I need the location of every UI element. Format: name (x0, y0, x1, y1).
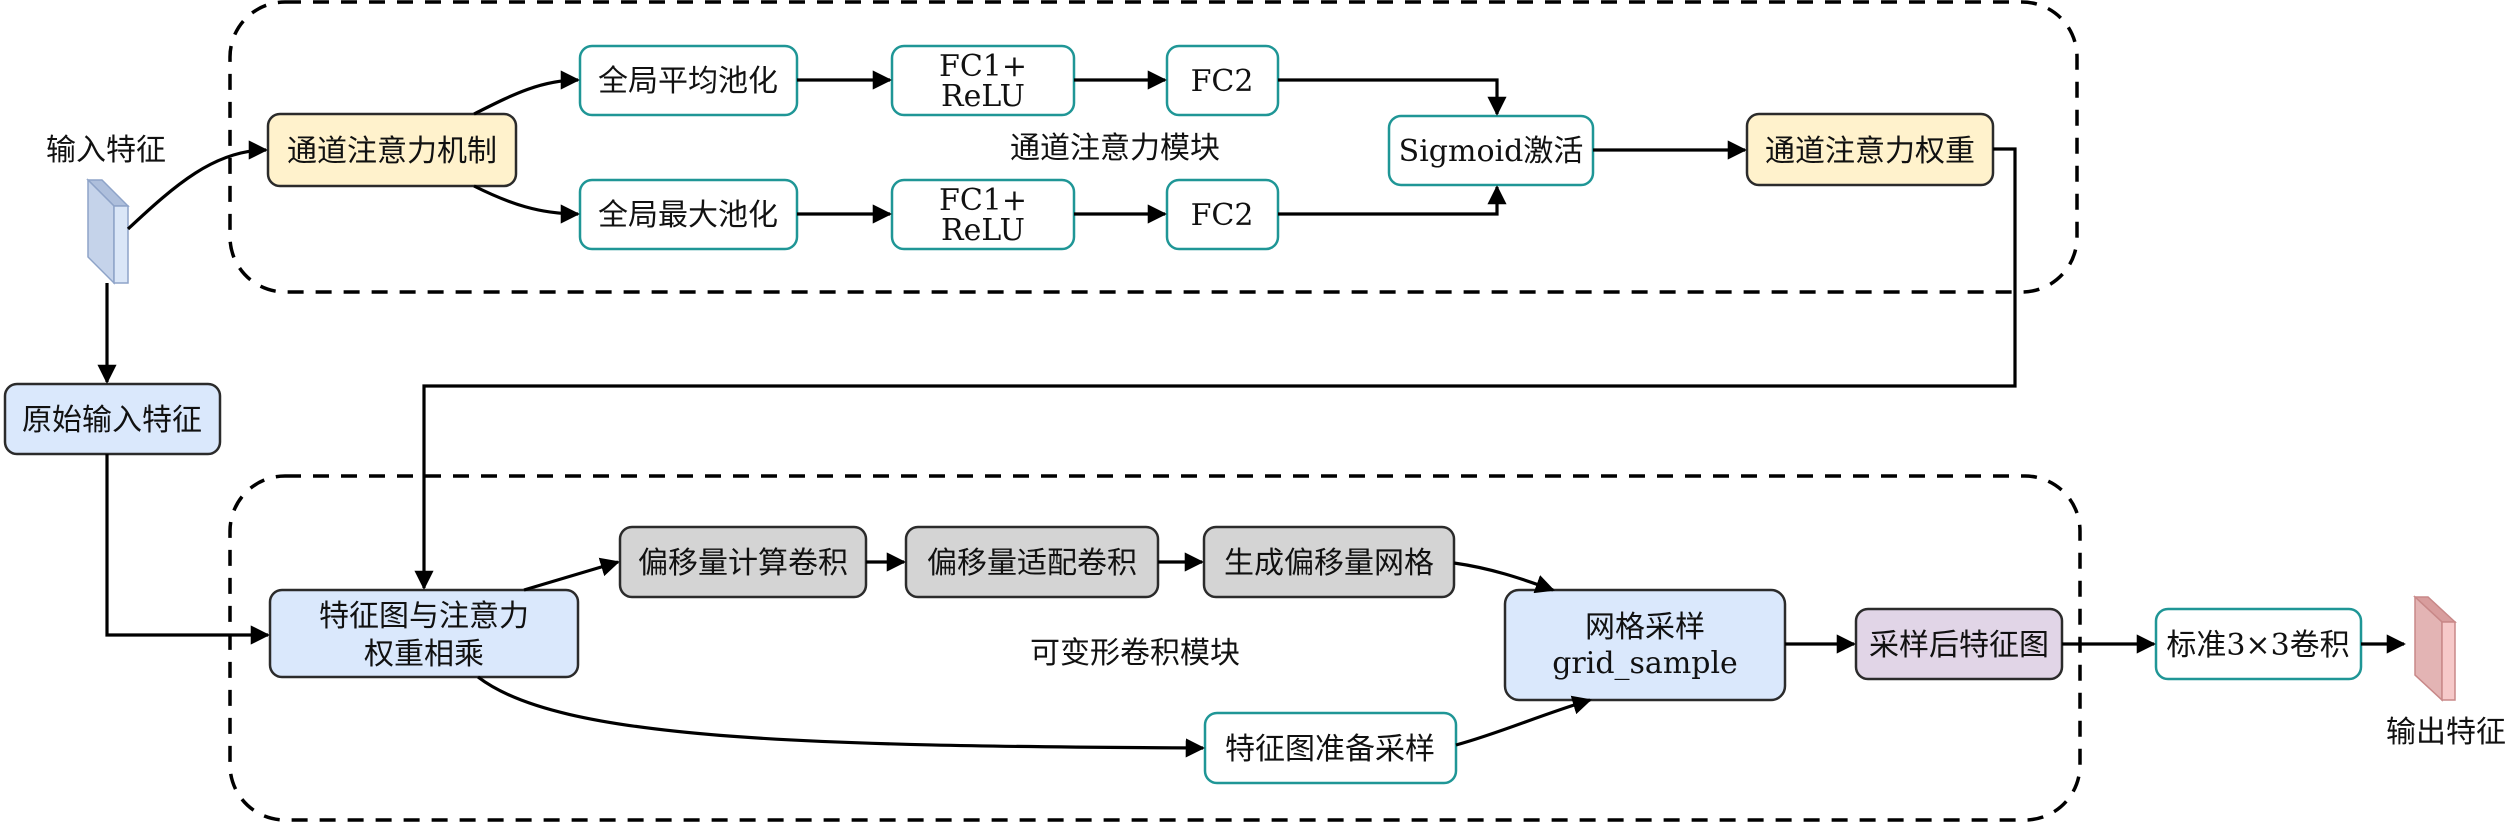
output-feature-block-icon (2413, 595, 2457, 702)
node-label-line2: grid_sample (1552, 646, 1738, 681)
node-label: FC2 (1191, 198, 1254, 233)
node-label-line1: FC1+ (939, 183, 1027, 218)
node-label: Sigmoid激活 (1399, 134, 1584, 169)
node-standard-conv[interactable]: 标准3×3卷积 (2154, 607, 2363, 681)
edge-weight-to-multiply (414, 147, 2017, 590)
channel-attention-module-label: 通道注意力模块 (1010, 131, 1220, 166)
node-label-line1: 特征图与注意力 (319, 599, 529, 634)
node-label: 偏移量适配卷积 (927, 546, 1137, 581)
node-label-line1: 网格采样 (1585, 610, 1705, 645)
node-label: 偏移量计算卷积 (638, 546, 848, 581)
deformable-conv-module-frame (228, 474, 2082, 822)
edge-multiply-to-prepare (477, 675, 1205, 758)
node-label: 特征图准备采样 (1225, 732, 1435, 767)
edge-grid-to-grid-sample (1453, 561, 1555, 594)
node-global-avg-pool[interactable]: 全局平均池化 (578, 44, 799, 117)
node-fc2-bottom[interactable]: FC2 (1165, 178, 1280, 251)
node-original-input-feature[interactable]: 原始输入特征 (3, 382, 222, 456)
node-label-line2: ReLU (941, 213, 1025, 248)
node-offset-compute-conv[interactable]: 偏移量计算卷积 (618, 525, 868, 599)
edge-fc2-bottom-to-sigmoid (1278, 185, 1507, 216)
node-channel-attention-weight[interactable]: 通道注意力权重 (1745, 112, 1995, 187)
node-label: 标准3×3卷积 (2166, 628, 2349, 663)
node-sampled-feature-map[interactable]: 采样后特征图 (1854, 607, 2064, 681)
edge-multiply-to-offset-compute (523, 557, 620, 592)
node-feature-attention-multiply[interactable]: 特征图与注意力 权重相乘 (268, 588, 580, 679)
node-grid-sample[interactable]: 网格采样 grid_sample (1503, 588, 1787, 702)
edge-original-to-multiply (105, 454, 270, 645)
node-label: 全局平均池化 (598, 64, 778, 99)
node-offset-adapt-conv[interactable]: 偏移量适配卷积 (904, 525, 1160, 599)
node-label: 采样后特征图 (1869, 628, 2049, 663)
node-sigmoid[interactable]: Sigmoid激活 (1387, 114, 1595, 187)
node-label: 通道注意力权重 (1765, 134, 1975, 169)
node-fc1-relu-bottom[interactable]: FC1+ ReLU (890, 178, 1076, 251)
node-generate-offset-grid[interactable]: 生成偏移量网格 (1202, 525, 1456, 599)
node-feature-prepare-sampling[interactable]: 特征图准备采样 (1203, 711, 1458, 785)
node-label: 生成偏移量网格 (1224, 546, 1434, 581)
node-label: 全局最大池化 (598, 198, 778, 233)
node-channel-attention-mechanism[interactable]: 通道注意力机制 (266, 112, 518, 188)
node-global-max-pool[interactable]: 全局最大池化 (578, 178, 799, 251)
node-fc2-top[interactable]: FC2 (1165, 44, 1280, 117)
output-feature-label: 输出特征 (2386, 715, 2506, 750)
node-label-line2: ReLU (941, 79, 1025, 114)
edge-attention-to-avgpool (473, 70, 580, 116)
channel-attention-module-frame (228, 0, 2079, 294)
edge-attention-to-maxpool (473, 184, 580, 224)
node-label-line2: 权重相乘 (364, 637, 484, 672)
edge-input-to-attention (126, 140, 268, 231)
deformable-conv-module-label: 可变形卷积模块 (1030, 636, 1240, 671)
input-feature-label: 输入特征 (46, 133, 166, 168)
edge-fc2-top-to-sigmoid (1278, 78, 1507, 116)
node-label: 原始输入特征 (22, 403, 202, 438)
node-label: 通道注意力机制 (287, 134, 497, 169)
edge-prepare-to-grid-sample (1455, 695, 1592, 747)
node-label: FC2 (1191, 64, 1254, 99)
input-feature-block-icon (86, 178, 130, 285)
node-fc1-relu-top[interactable]: FC1+ ReLU (890, 44, 1076, 117)
node-label-line1: FC1+ (939, 49, 1027, 84)
